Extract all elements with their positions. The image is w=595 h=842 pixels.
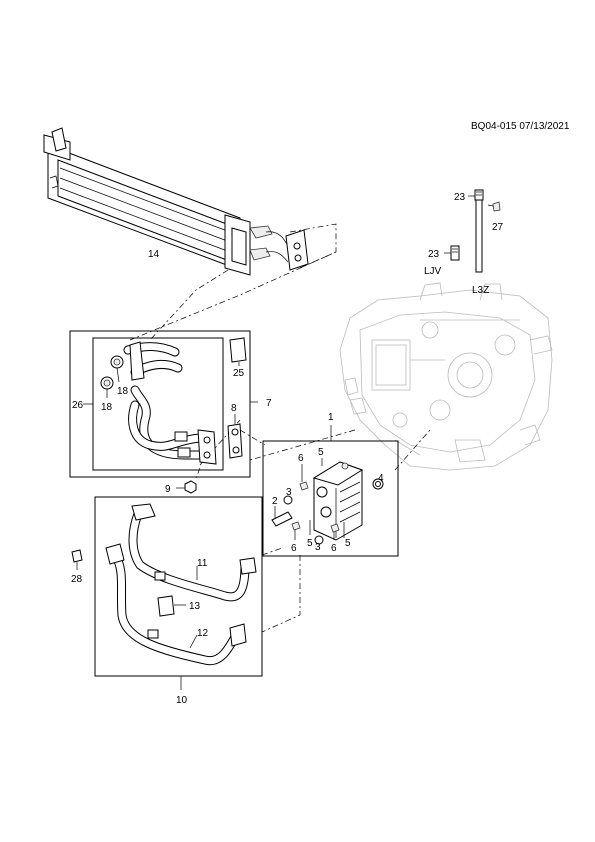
clip-13 — [157, 595, 175, 617]
label-11: 11 — [197, 558, 208, 569]
label-12: 12 — [197, 628, 209, 639]
label-3-upper: 3 — [286, 487, 292, 498]
label-7: 7 — [266, 398, 272, 409]
label-18-lower: 18 — [101, 402, 113, 413]
label-14: 14 — [148, 249, 160, 260]
transmission-assembly — [339, 282, 553, 471]
group-box-1 — [262, 440, 399, 557]
label-10: 10 — [176, 695, 188, 706]
group-box-10 — [94, 496, 263, 677]
label-6-lower-left: 6 — [291, 543, 297, 554]
label-9: 9 — [165, 484, 171, 495]
valve-2 — [271, 511, 293, 527]
label-4: 4 — [378, 473, 384, 484]
seal-3-upper — [283, 495, 293, 505]
label-8: 8 — [231, 403, 237, 414]
label-3-lower: 3 — [315, 542, 321, 553]
diagram-reference: BQ04-015 07/13/2021 — [471, 121, 570, 132]
label-5-top: 5 — [318, 447, 324, 458]
coolant-hoses — [105, 503, 257, 666]
label-23-lower: 23 — [428, 249, 440, 260]
label-18-upper: 18 — [117, 386, 129, 397]
bolt-6-lower-right — [330, 523, 340, 533]
label-l3z: L3Z — [472, 285, 489, 296]
callout-labels: 14 23 27 23 LJV L3Z 25 18 18 26 8 7 9 1 … — [71, 192, 504, 706]
dipstick-tube — [444, 189, 501, 273]
label-23-top: 23 — [454, 192, 466, 203]
label-1: 1 — [328, 412, 334, 423]
bolt-9 — [184, 480, 197, 494]
label-25: 25 — [233, 368, 245, 379]
label-26: 26 — [72, 400, 84, 411]
label-5-mid: 5 — [307, 538, 313, 549]
label-2: 2 — [272, 496, 278, 507]
label-13: 13 — [189, 601, 201, 612]
label-6-top: 6 — [298, 453, 304, 464]
label-28: 28 — [71, 574, 83, 585]
group-box-7 — [69, 330, 251, 478]
clip-25 — [229, 337, 247, 363]
label-27: 27 — [492, 222, 504, 233]
seal-3-lower — [314, 535, 324, 545]
label-ljv: LJV — [424, 266, 442, 277]
oil-cooler — [312, 461, 384, 541]
cooler-hose-assembly — [123, 341, 217, 465]
radiator-cooler — [43, 127, 309, 276]
bolt-6-lower-left — [291, 521, 301, 531]
label-5-right: 5 — [345, 538, 351, 549]
label-6-lower-right: 6 — [331, 543, 337, 554]
bolt-6-upper — [299, 481, 309, 491]
fitting-28 — [71, 549, 83, 563]
